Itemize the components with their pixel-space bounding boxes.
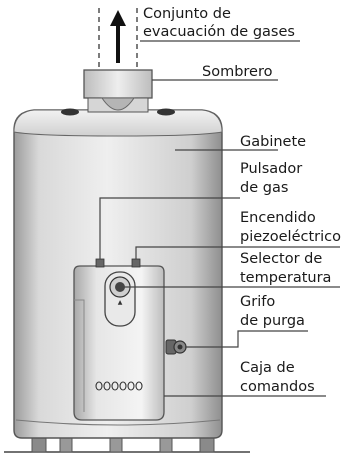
label-text: piezoeléctrico [240, 229, 341, 245]
label-grifo: Grifo de purga [240, 294, 305, 329]
piezo-button[interactable] [131, 258, 141, 268]
label-text: Encendido [240, 210, 316, 226]
label-caja: Caja de comandos [240, 360, 315, 395]
viewport-holes [95, 381, 143, 391]
label-text: de gas [240, 180, 288, 196]
exhaust-duct [98, 8, 138, 70]
drain-valve[interactable] [165, 339, 187, 355]
label-text: evacuación de gases [143, 24, 295, 40]
leader-lines [99, 40, 340, 397]
label-text: Grifo [240, 294, 275, 310]
label-sombrero: Sombrero [202, 64, 273, 80]
label-evacuacion: Conjunto de evacuación de gases [143, 6, 295, 40]
gas-button[interactable] [95, 258, 105, 268]
svg-text:▲: ▲ [118, 299, 123, 306]
label-text: temperatura [240, 270, 331, 286]
label-encendido: Encendido piezoeléctrico [240, 210, 341, 245]
label-pulsador: Pulsador de gas [240, 161, 302, 196]
label-text: Conjunto de [143, 6, 231, 22]
label-text: Caja de [240, 360, 295, 376]
draft-hood [83, 69, 153, 113]
label-text: comandos [240, 379, 315, 395]
label-gabinete: Gabinete [240, 134, 306, 150]
control-box: ▲ [73, 258, 165, 421]
arrow-shaft [116, 25, 120, 63]
label-text: Gabinete [240, 134, 306, 150]
label-text: Sombrero [202, 64, 273, 80]
label-text: Selector de [240, 251, 322, 267]
up-arrow-icon [110, 10, 126, 26]
label-text: de purga [240, 313, 305, 329]
label-selector: Selector de temperatura [240, 251, 331, 286]
label-text: Pulsador [240, 161, 302, 177]
